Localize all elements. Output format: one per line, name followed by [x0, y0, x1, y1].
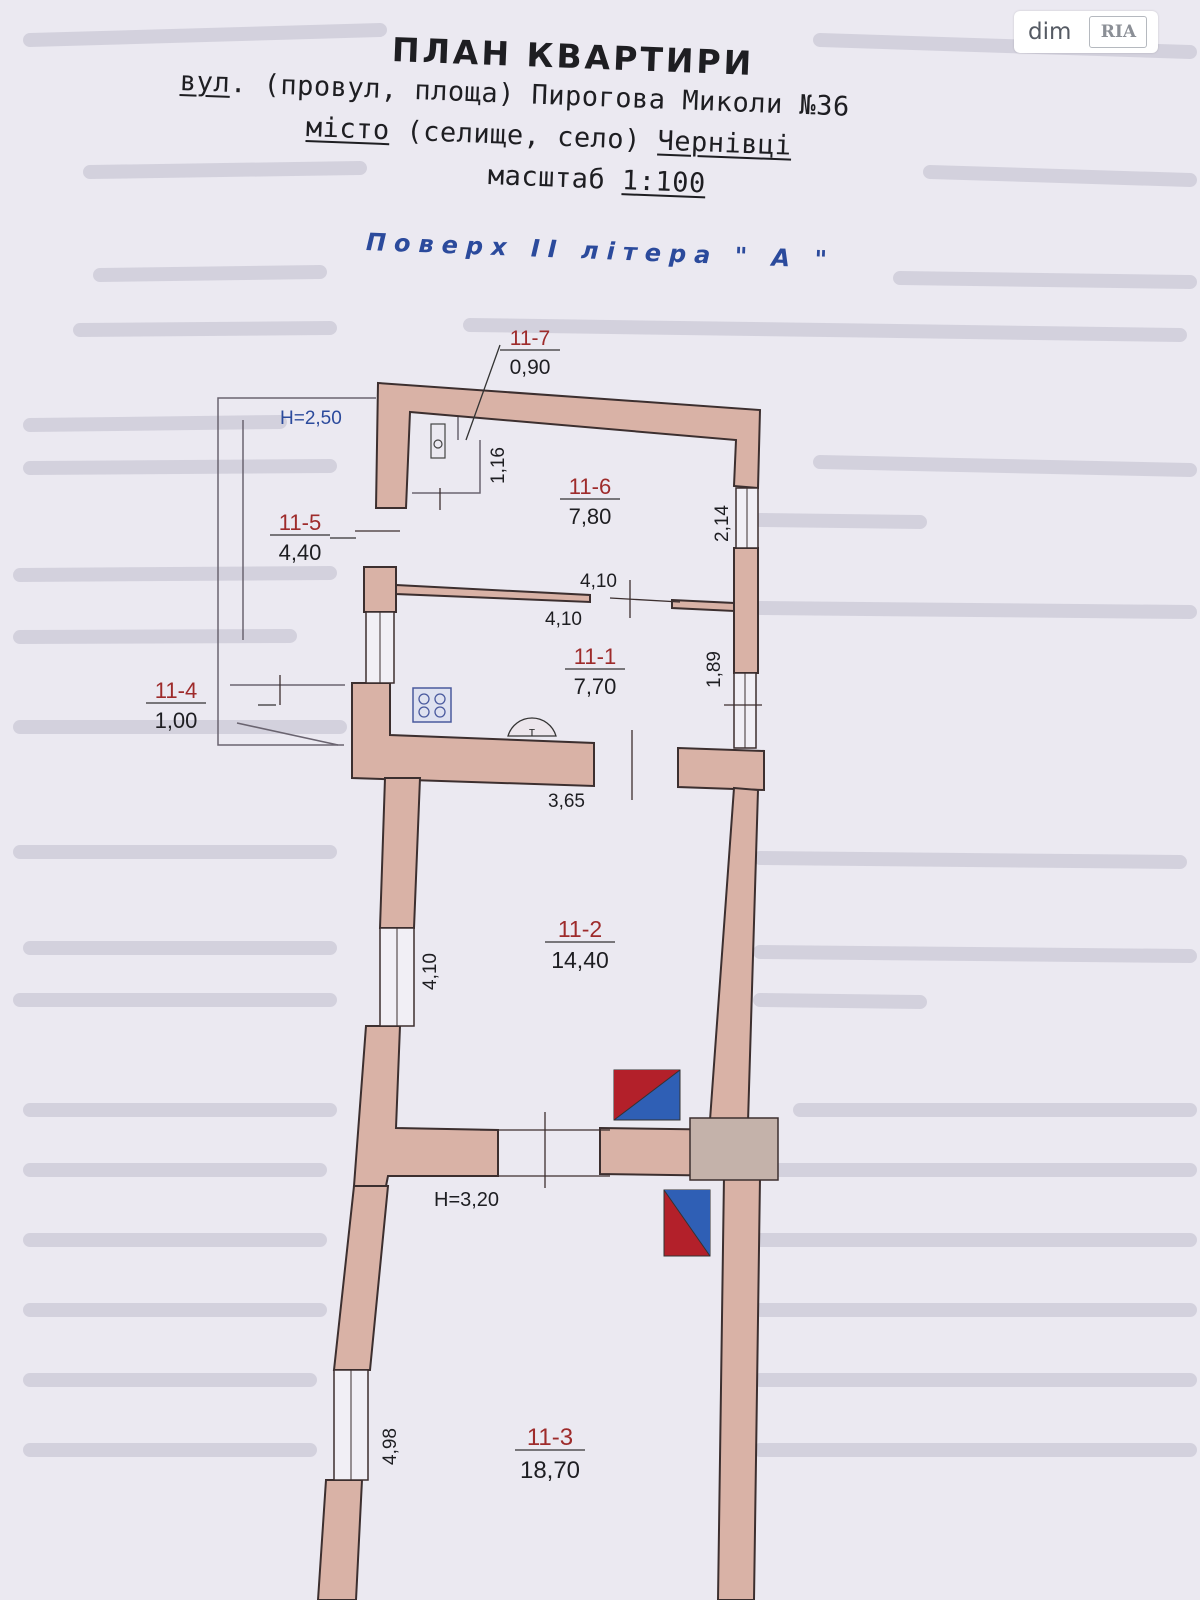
dim-ria-watermark: dim RIA	[1014, 11, 1158, 53]
dimension-label: 4,10	[420, 953, 441, 990]
room-id: 11-5	[279, 510, 321, 535]
room-11-2-label: 11-2 14,40	[545, 916, 615, 973]
walls	[316, 381, 765, 1600]
wall-top	[374, 381, 762, 509]
height-label: H=3,20	[434, 1189, 499, 1211]
dimension-label: 4,10	[545, 609, 582, 630]
city-prefix: місто	[305, 112, 391, 147]
room-11-5-label: 11-5 4,40	[270, 510, 330, 565]
wall-below-kitchen-right	[677, 746, 765, 792]
dimension-label: 4,10	[580, 571, 617, 592]
scale-label: масштаб	[487, 160, 606, 196]
room-id: 11-1	[574, 644, 616, 669]
document-title: ПЛАН КВАРТИРИ	[391, 30, 755, 83]
balcony-diagonal	[236, 722, 339, 746]
toilet-icon	[430, 423, 446, 459]
room-area: 7,80	[569, 504, 612, 529]
city-line: місто (селище, село) Чернівці	[305, 112, 792, 162]
room-id: 11-7	[510, 327, 550, 350]
room-area: 14,40	[551, 947, 609, 973]
wall-partition-upper	[395, 583, 591, 604]
wall-right-room2	[708, 786, 760, 1124]
room-11-6-label: 11-6 7,80	[560, 474, 620, 529]
wall-below-kitchen-left	[351, 682, 595, 788]
wall-left-room2-lower	[352, 1025, 499, 1187]
room-11-1-label: 11-1 7,70	[565, 644, 625, 699]
room-id: 11-6	[569, 474, 611, 499]
balcony-outline	[217, 397, 376, 746]
room-area: 1,00	[155, 708, 198, 733]
watermark-ria-logo: RIA	[1089, 16, 1148, 48]
room-area: 7,70	[574, 674, 617, 699]
thin-outlines	[217, 397, 481, 746]
height-label: H=2,50	[280, 408, 342, 429]
room-area: 18,70	[520, 1457, 580, 1484]
fixtures: т	[412, 423, 711, 1257]
vent-duct-icon-2	[663, 1189, 711, 1257]
wc-partition	[412, 440, 481, 494]
wall-left-room3-lower	[316, 1479, 364, 1600]
room-11-7-label: 11-7 0,90	[500, 327, 560, 379]
room-11-3-label: 11-3 18,70	[515, 1424, 585, 1484]
room-11-4-label: 11-4 1,00	[146, 678, 206, 733]
door-markers	[279, 488, 762, 1188]
wall-stub-left	[363, 566, 397, 613]
leader-line-11-7	[465, 344, 501, 441]
dimension-labels: 1,16 2,14 4,10 4,10 1,89 3,65 4,10 4,98	[380, 447, 733, 1465]
room-labels: 11-7 0,90 11-6 7,80 11-5 4,40 11-1 7,70 …	[146, 327, 625, 1484]
wall-partition-upper-right	[671, 598, 735, 613]
windows	[333, 487, 759, 1481]
wall-left-room2-upper	[378, 777, 422, 929]
boiler-icon	[507, 717, 557, 737]
dimension-label: 3,65	[548, 791, 585, 812]
dimension-label: 1,89	[704, 651, 725, 688]
wall-right-upper	[733, 547, 759, 674]
chimney-block	[689, 1117, 779, 1181]
toilet-bowl-icon	[433, 439, 443, 449]
floor-label: Поверх II літера " А "	[365, 228, 836, 275]
room-id: 11-4	[155, 678, 197, 703]
boiler-symbol: т	[529, 724, 535, 739]
wall-right-room3	[716, 1174, 762, 1600]
room-id: 11-2	[558, 916, 602, 942]
room-id: 11-3	[527, 1424, 573, 1451]
vent-duct-icon	[613, 1069, 681, 1121]
stove-icon	[412, 687, 452, 723]
dimension-label: 4,98	[380, 1428, 401, 1465]
wall-left-room3-upper	[332, 1185, 390, 1371]
window-mullions	[350, 488, 748, 1480]
room-area: 4,40	[279, 540, 322, 565]
dimension-label: 2,14	[712, 505, 733, 542]
city-middle: (селище, село)	[389, 115, 659, 157]
floor-plan: т 11-7 0,90 11-6 7,80 11-5 4	[146, 327, 779, 1600]
scale-value: 1:100	[621, 165, 707, 200]
street-prefix: вул	[179, 66, 231, 99]
dimension-label: 1,16	[488, 447, 509, 484]
city-name: Чернівці	[657, 125, 793, 162]
watermark-dim-text: dim	[1028, 19, 1072, 45]
room-area: 0,90	[510, 356, 551, 379]
scale-line: масштаб 1:100	[487, 160, 706, 199]
